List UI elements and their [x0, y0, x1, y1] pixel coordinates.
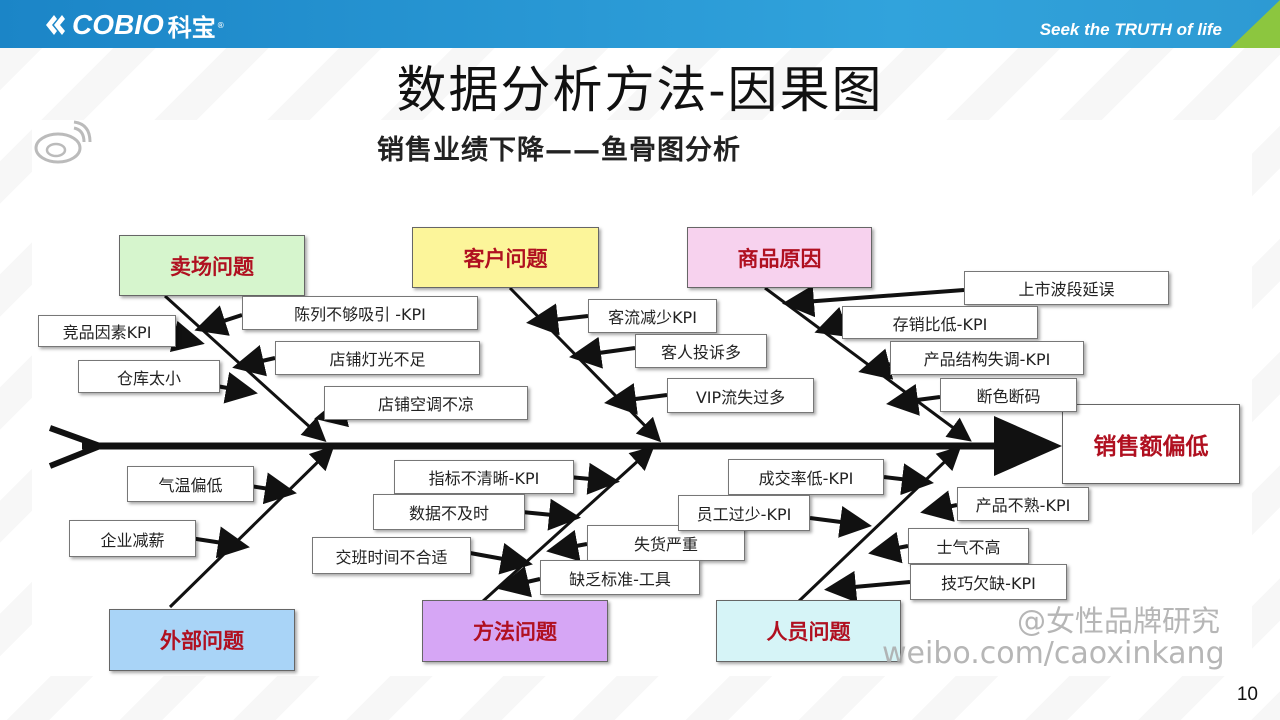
arrow-people-2: [920, 490, 958, 522]
brand-logo: COBIO 科宝 ®: [42, 9, 225, 42]
category-product: 商品原因: [687, 227, 872, 288]
cause-external-1: 气温偏低: [127, 466, 254, 502]
diagram-title: 销售业绩下降——鱼骨图分析: [377, 135, 741, 166]
arrow-method-5: [497, 566, 541, 598]
arrow-store-1: [194, 305, 243, 336]
spine-head-icon: [994, 416, 1062, 476]
slide-title: 数据分析方法-因果图: [396, 61, 884, 119]
category-method: 方法问题: [422, 600, 608, 662]
arrow-method-2: [521, 498, 581, 531]
effect-box: 销售额偏低: [1062, 404, 1240, 484]
cause-method-3: 失货严重: [587, 525, 745, 561]
arrow-method-1: [568, 462, 620, 495]
cause-people-4: 士气不高: [908, 528, 1029, 564]
bone-external: [168, 445, 335, 609]
arrow-product-1: [782, 285, 965, 318]
cause-method-2: 数据不及时: [373, 494, 525, 530]
arrow-product-2: [814, 306, 850, 338]
cause-product-1: 上市波段延误: [964, 271, 1169, 305]
cause-product-3: 产品结构失调-KPI: [890, 341, 1084, 375]
arrow-people-5: [824, 570, 911, 603]
cause-store-2: 竞品因素KPI: [38, 315, 176, 347]
header-bar: COBIO 科宝 ® Seek the TRUTH of life: [0, 0, 1280, 48]
weibo-logo-icon: [34, 120, 92, 164]
cause-people-3: 员工过少-KPI: [678, 495, 810, 531]
cause-method-4: 交班时间不合适: [312, 537, 471, 574]
page-number: 10: [1236, 684, 1258, 705]
fishbone-diagram: 销售业绩下降——鱼骨图分析 卖场问题 客户问题 商品原因 外部问题 方法问题 人…: [32, 120, 1252, 676]
registered-mark: ®: [216, 20, 225, 30]
arrow-product-4: [886, 384, 941, 416]
cause-customer-2: 客人投诉多: [635, 334, 767, 368]
cause-store-3: 店铺灯光不足: [275, 341, 480, 375]
slogan: Seek the TRUTH of life: [1039, 20, 1222, 39]
cause-product-4: 断色断码: [940, 378, 1077, 412]
cause-store-4: 仓库太小: [78, 360, 220, 393]
cause-product-2: 存销比低-KPI: [842, 306, 1038, 339]
category-people: 人员问题: [716, 600, 901, 662]
arrow-customer-2: [569, 336, 636, 369]
cause-customer-3: VIP流失过多: [667, 378, 814, 413]
brand-cn: 科宝: [167, 14, 216, 42]
arrow-external-1: [249, 472, 297, 505]
arrow-customer-1: [526, 303, 589, 336]
watermark-url: weibo.com/caoxinkang: [882, 636, 1225, 671]
category-store: 卖场问题: [119, 235, 305, 296]
cause-customer-1: 客流减少KPI: [588, 299, 717, 333]
fishbone-lines: [48, 285, 1062, 609]
cause-external-2: 企业减薪: [69, 520, 196, 557]
cause-method-1: 指标不清晰-KPI: [394, 460, 574, 494]
cause-method-5: 缺乏标准-工具: [540, 560, 700, 595]
arrow-method-4: [469, 542, 533, 575]
cause-people-2: 产品不熟-KPI: [957, 487, 1089, 521]
corner-accent: [1230, 0, 1280, 48]
arrow-people-1: [883, 463, 934, 496]
cobio-logo-icon: [46, 15, 65, 35]
arrow-people-4: [868, 531, 909, 564]
arrow-method-3: [546, 529, 588, 562]
cause-store-5: 店铺空调不凉: [324, 386, 528, 420]
arrow-store-3: [232, 345, 276, 377]
category-external: 外部问题: [109, 609, 295, 671]
watermark-handle: @女性品牌研究: [1017, 604, 1221, 638]
arrow-product-3: [858, 348, 894, 380]
arrow-people-3: [809, 506, 872, 538]
cause-people-1: 成交率低-KPI: [728, 459, 884, 495]
arrow-customer-3: [604, 383, 668, 415]
cause-store-1: 陈列不够吸引 -KPI: [242, 296, 478, 330]
cause-people-5: 技巧欠缺-KPI: [910, 564, 1067, 600]
category-customer: 客户问题: [412, 227, 599, 288]
brand-text: COBIO: [72, 9, 164, 40]
arrow-external-2: [189, 526, 250, 559]
